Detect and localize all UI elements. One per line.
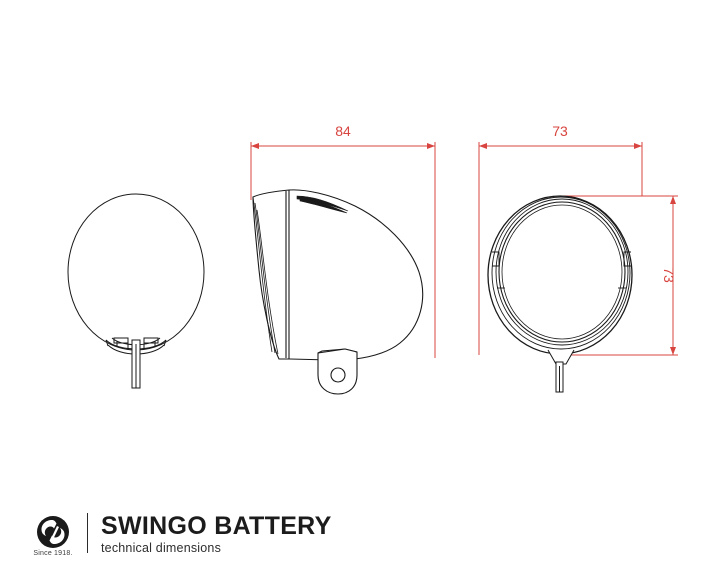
arrowhead-left	[251, 143, 259, 149]
arrowhead-top	[670, 196, 676, 204]
side-view-rear-contours	[252, 196, 279, 355]
ring-4	[498, 201, 626, 343]
ring-2	[491, 196, 631, 350]
front-view-rings	[487, 195, 633, 355]
rear-view-outline	[67, 193, 205, 351]
brand-subtitle: technical dimensions	[101, 540, 222, 555]
brand-wordmark: SWINGO BATTERY technical dimensions	[101, 513, 332, 556]
side-view-mount-tab	[317, 348, 358, 395]
dimension-label-84: 84	[335, 123, 351, 139]
dimension-width-73	[478, 142, 643, 355]
dimension-label-height-73: 73	[661, 267, 677, 283]
brand-footer: Since 1918. SWINGO BATTERY technical dim…	[30, 507, 332, 565]
side-view: 84	[250, 123, 436, 395]
rear-view	[67, 193, 205, 389]
arrowhead-right	[634, 143, 642, 149]
brand-logo: Since 1918.	[30, 515, 76, 557]
front-view: 73 73	[478, 123, 678, 393]
dimension-height-73	[560, 195, 678, 356]
mount-hole	[330, 367, 346, 383]
arrowhead-bottom	[670, 347, 676, 355]
brand-name: SWINGO BATTERY	[101, 511, 332, 540]
side-view-top-detail	[296, 195, 349, 214]
ring-inner	[501, 204, 623, 340]
front-view-stem	[547, 349, 575, 393]
technical-drawing-canvas: 84	[67, 123, 678, 395]
side-view-body	[252, 189, 424, 361]
arrowhead-right	[427, 143, 435, 149]
front-view-clips	[492, 251, 631, 289]
arrowhead-left	[479, 143, 487, 149]
brand-divider	[87, 513, 88, 553]
swingo-pinwheel-icon	[37, 516, 69, 548]
brand-since-text: Since 1918.	[33, 550, 73, 557]
dimension-label-width-73: 73	[552, 123, 568, 139]
side-view-seam	[285, 190, 290, 359]
dimension-length-84	[250, 142, 436, 358]
rear-view-stem	[131, 339, 141, 389]
ring-3	[495, 198, 629, 346]
